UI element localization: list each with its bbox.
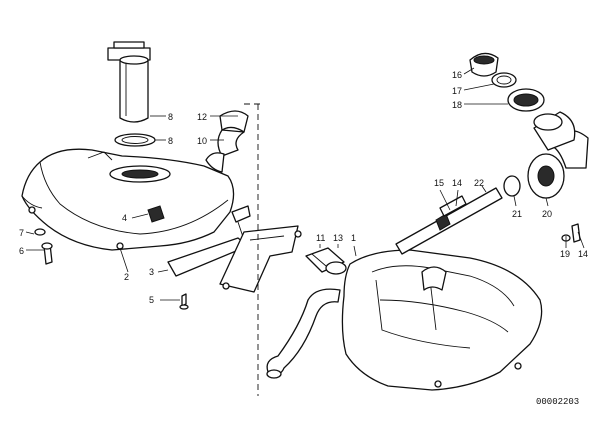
label-7: 7 bbox=[19, 228, 24, 238]
label-6: 6 bbox=[19, 246, 24, 256]
label-5: 5 bbox=[149, 295, 154, 305]
cap-gasket bbox=[491, 72, 517, 88]
right-fuel-tank bbox=[341, 249, 543, 391]
fuel-sending-unit bbox=[107, 41, 151, 123]
filler-ring bbox=[503, 175, 521, 197]
label-14-lower: 14 bbox=[578, 249, 588, 259]
label-11: 11 bbox=[316, 233, 325, 243]
filler-elbow bbox=[533, 111, 576, 151]
filler-pipe bbox=[395, 187, 503, 255]
label-20: 20 bbox=[542, 209, 552, 219]
label-8-lower: 8 bbox=[168, 136, 173, 146]
clip bbox=[147, 205, 165, 223]
label-22: 22 bbox=[474, 178, 484, 188]
bolt bbox=[41, 242, 53, 265]
label-3: 3 bbox=[149, 267, 154, 277]
diagram-code: 00002203 bbox=[536, 397, 579, 407]
label-12: 12 bbox=[197, 112, 207, 122]
left-fuel-tank bbox=[21, 148, 235, 251]
label-1: 1 bbox=[351, 233, 356, 243]
mounting-plate bbox=[219, 225, 302, 293]
label-19: 19 bbox=[560, 249, 570, 259]
label-2-left: 2 bbox=[124, 272, 129, 282]
filler-screw bbox=[561, 223, 581, 243]
label-8-upper: 8 bbox=[168, 112, 173, 122]
label-13: 13 bbox=[333, 233, 343, 243]
cap-ring bbox=[507, 88, 545, 112]
label-4: 4 bbox=[122, 213, 127, 223]
label-15: 15 bbox=[434, 178, 444, 188]
label-21: 21 bbox=[512, 209, 522, 219]
connecting-hose bbox=[305, 247, 347, 275]
label-18: 18 bbox=[452, 100, 462, 110]
leader-lines bbox=[25, 67, 585, 301]
screw bbox=[179, 293, 189, 310]
label-10: 10 bbox=[197, 136, 207, 146]
label-16: 16 bbox=[452, 70, 462, 80]
filler-cap bbox=[469, 52, 499, 77]
seal-ring bbox=[114, 133, 156, 147]
vent-elbow-hose bbox=[205, 110, 249, 173]
label-14-upper: 14 bbox=[452, 178, 462, 188]
label-17: 17 bbox=[452, 86, 462, 96]
hose-clamp bbox=[439, 195, 467, 217]
drain-pipe bbox=[266, 288, 341, 379]
grommet bbox=[34, 228, 46, 236]
